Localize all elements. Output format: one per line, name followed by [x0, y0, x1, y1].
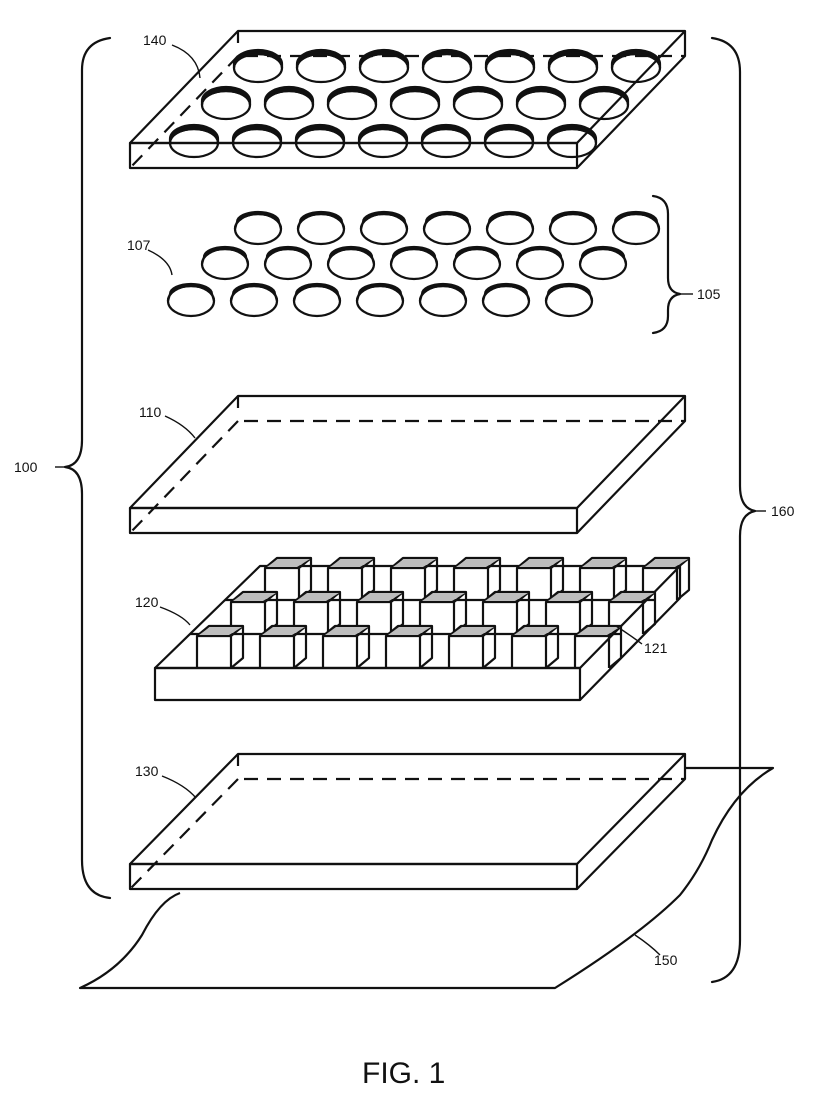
label-housing: 160 [771, 503, 795, 519]
figure-caption: FIG. 1 [362, 1057, 445, 1090]
label-lens: 107 [127, 237, 151, 253]
label-lenses: 105 [697, 286, 721, 302]
label-assembly: 100 [14, 459, 38, 475]
label-substrate: 110 [139, 404, 162, 420]
label-array: 120 [135, 594, 159, 610]
label-sheet: 150 [654, 952, 678, 968]
label-base: 130 [135, 763, 159, 779]
label-lens-holder: 140 [143, 32, 167, 48]
label-pixel: 121 [644, 640, 668, 656]
